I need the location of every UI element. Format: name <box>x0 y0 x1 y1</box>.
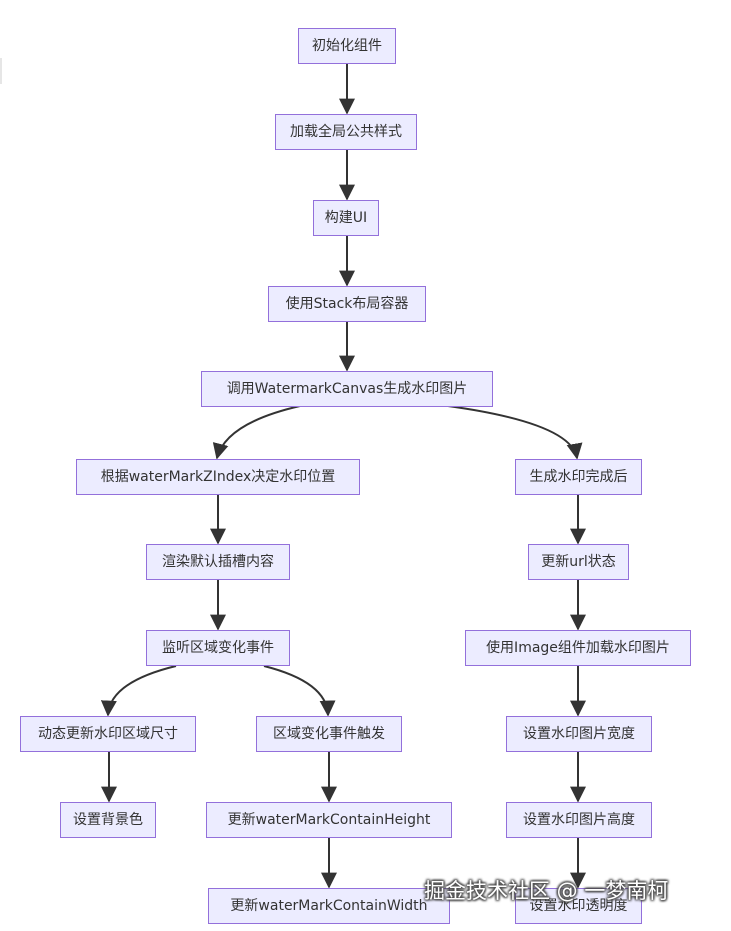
edge-listen-area <box>263 665 336 717</box>
node-listen-area-change: 监听区域变化事件 <box>146 630 290 666</box>
node-use-stack-container: 使用Stack布局容器 <box>268 286 426 322</box>
edge-canvas-zindex <box>212 405 301 460</box>
edge-canvas-generated <box>447 405 583 460</box>
node-load-image-component: 使用Image组件加载水印图片 <box>465 630 691 666</box>
left-edge-mark <box>0 58 2 84</box>
node-set-opacity: 设置水印透明度 <box>515 888 642 924</box>
watermark-text: 掘金技术社区 @ 一梦南柯 <box>424 879 669 903</box>
node-call-watermark-canvas: 调用WatermarkCanvas生成水印图片 <box>201 371 493 407</box>
node-load-global-styles: 加载全局公共样式 <box>275 114 417 150</box>
edge-listen-dynamic <box>100 665 177 717</box>
node-set-image-width: 设置水印图片宽度 <box>506 716 652 752</box>
node-decide-zindex: 根据waterMarkZIndex决定水印位置 <box>76 459 360 495</box>
node-dynamic-update-area-size: 动态更新水印区域尺寸 <box>20 716 196 752</box>
node-update-contain-width: 更新waterMarkContainWidth <box>208 888 450 924</box>
node-build-ui: 构建UI <box>313 200 379 236</box>
node-init-component: 初始化组件 <box>298 28 396 64</box>
node-update-url-state: 更新url状态 <box>528 544 629 580</box>
node-set-background-color: 设置背景色 <box>60 802 156 838</box>
node-area-change-triggered: 区域变化事件触发 <box>256 716 402 752</box>
node-watermark-generated: 生成水印完成后 <box>515 459 642 495</box>
node-update-contain-height: 更新waterMarkContainHeight <box>206 802 452 838</box>
node-set-image-height: 设置水印图片高度 <box>506 802 652 838</box>
node-render-default-slot: 渲染默认插槽内容 <box>146 544 290 580</box>
